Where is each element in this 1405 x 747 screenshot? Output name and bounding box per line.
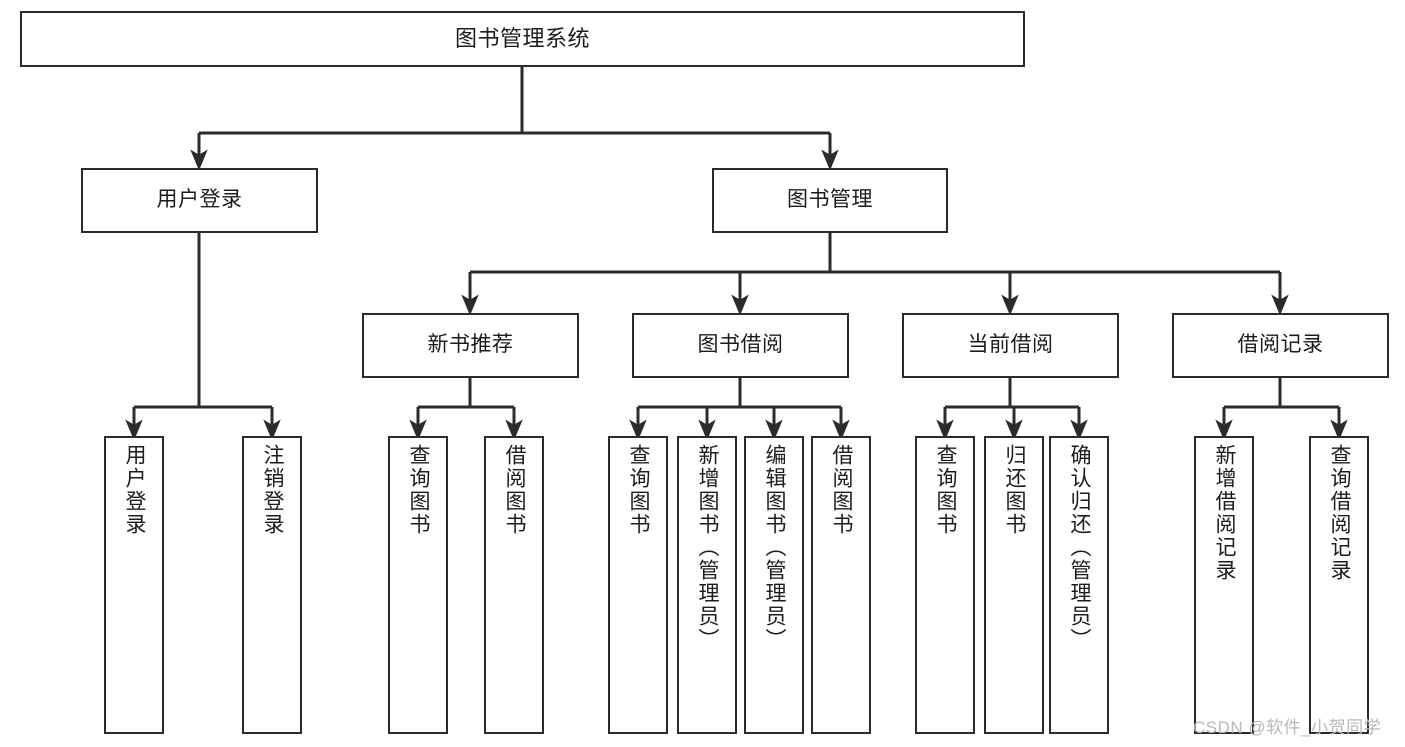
node-book-borrow-label: 图书借阅 — [697, 333, 784, 357]
leaf-current-borrow-return[interactable]: 归还图书 — [984, 436, 1044, 734]
leaf-new-book-query-label: 查询图书 — [407, 444, 431, 536]
leaf-book-borrow-query[interactable]: 查询图书 — [608, 436, 668, 734]
leaf-borrow-record-query[interactable]: 查询借阅记录 — [1309, 436, 1369, 734]
leaf-borrow-record-add-label: 新增借阅记录 — [1213, 444, 1237, 582]
leaf-new-book-borrow-label: 借阅图书 — [503, 444, 527, 536]
leaf-new-book-query[interactable]: 查询图书 — [388, 436, 448, 734]
node-user-login[interactable]: 用户登录 — [81, 168, 318, 233]
node-borrow-record-label: 借阅记录 — [1237, 333, 1324, 357]
node-current-borrow[interactable]: 当前借阅 — [902, 313, 1119, 378]
leaf-book-borrow-query-label: 查询图书 — [627, 444, 651, 536]
leaf-user-login-logout[interactable]: 注销登录 — [242, 436, 302, 734]
node-book-manage[interactable]: 图书管理 — [712, 168, 948, 233]
leaf-book-borrow-add[interactable]: 新增图书（管理员） — [677, 436, 737, 734]
leaf-book-borrow-borrow[interactable]: 借阅图书 — [811, 436, 871, 734]
node-book-borrow[interactable]: 图书借阅 — [632, 313, 849, 378]
node-root-system[interactable]: 图书管理系统 — [20, 11, 1025, 67]
leaf-book-borrow-borrow-label: 借阅图书 — [830, 444, 854, 536]
leaf-borrow-record-query-label: 查询借阅记录 — [1328, 444, 1352, 582]
leaf-current-borrow-return-label: 归还图书 — [1003, 444, 1027, 536]
leaf-current-borrow-query-label: 查询图书 — [934, 444, 958, 536]
leaf-borrow-record-add[interactable]: 新增借阅记录 — [1194, 436, 1254, 734]
leaf-book-borrow-edit[interactable]: 编辑图书（管理员） — [744, 436, 804, 734]
leaf-new-book-borrow[interactable]: 借阅图书 — [484, 436, 544, 734]
leaf-user-login-login-label: 用户登录 — [123, 444, 147, 536]
node-current-borrow-label: 当前借阅 — [967, 333, 1054, 357]
node-new-book-recommend-label: 新书推荐 — [427, 333, 514, 357]
leaf-current-borrow-confirm[interactable]: 确认归还（管理员） — [1049, 436, 1109, 734]
node-borrow-record[interactable]: 借阅记录 — [1172, 313, 1389, 378]
leaf-current-borrow-query[interactable]: 查询图书 — [915, 436, 975, 734]
leaf-current-borrow-confirm-label: 确认归还（管理员） — [1068, 444, 1092, 651]
node-user-login-label: 用户登录 — [156, 188, 243, 212]
leaf-book-borrow-edit-label: 编辑图书（管理员） — [763, 444, 787, 651]
node-new-book-recommend[interactable]: 新书推荐 — [362, 313, 579, 378]
leaf-book-borrow-add-label: 新增图书（管理员） — [696, 444, 720, 651]
node-book-manage-label: 图书管理 — [787, 188, 873, 212]
leaf-user-login-logout-label: 注销登录 — [261, 444, 285, 536]
leaf-user-login-login[interactable]: 用户登录 — [104, 436, 164, 734]
node-root-system-label: 图书管理系统 — [454, 26, 590, 52]
